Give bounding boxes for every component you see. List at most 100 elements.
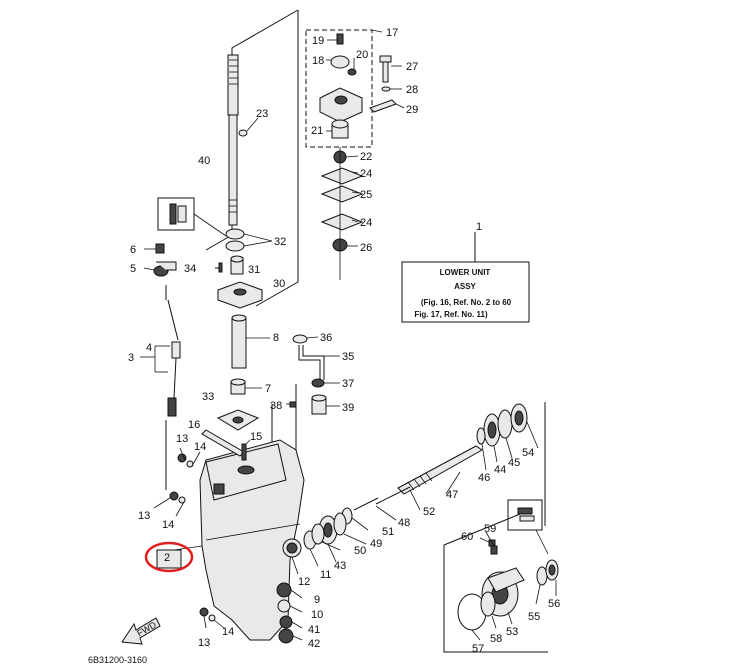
callout-42: 42: [308, 638, 320, 650]
shim-46: [476, 427, 486, 445]
callout-4: 4: [146, 342, 152, 354]
plate-25: [320, 185, 364, 203]
o-ring-9: [276, 582, 292, 598]
bolt-13a: [177, 453, 187, 463]
callout-41: 41: [308, 624, 320, 636]
callout-28: 28: [406, 84, 418, 96]
sleeve-8: [231, 317, 247, 369]
highlight-ring: [144, 541, 194, 573]
callout-3: 3: [128, 352, 134, 364]
shift-rod-boot: [171, 341, 181, 359]
bearing-32b: [225, 240, 245, 252]
drive-shaft-group: [157, 9, 299, 431]
plate-20: [347, 68, 357, 76]
callout-24b: 24: [360, 217, 372, 229]
callout-49: 49: [370, 538, 382, 550]
bolt-27: [382, 59, 389, 83]
callout-40: 40: [198, 155, 210, 167]
gasket-24b: [320, 213, 364, 231]
callout-19: 19: [312, 35, 324, 47]
callout-46: 46: [478, 472, 490, 484]
fwd-arrow: FWD: [121, 617, 161, 645]
callout-56: 56: [548, 598, 560, 610]
diagram-code: 6B31200-3160: [88, 655, 147, 665]
callout-2: 2: [164, 552, 170, 564]
callout-23: 23: [256, 108, 268, 120]
callout-22: 22: [360, 151, 372, 163]
shift-cam: [167, 397, 177, 417]
callout-10: 10: [311, 609, 323, 621]
callout-16: 16: [188, 419, 200, 431]
callout-21: 21: [311, 125, 323, 137]
callout-45: 45: [508, 457, 520, 469]
callout-60: 60: [461, 531, 473, 543]
callout-47: 47: [446, 489, 458, 501]
callout-52: 52: [423, 506, 435, 518]
callout-6: 6: [130, 244, 136, 256]
screw-42: [278, 628, 294, 644]
callout-48: 48: [398, 517, 410, 529]
washer-14b: [178, 496, 186, 504]
callout-14a: 14: [194, 441, 206, 453]
washer-50: [311, 523, 325, 545]
callout-13a: 13: [176, 433, 188, 445]
insert-18: [330, 55, 350, 69]
callout-55: 55: [528, 611, 540, 623]
gasket-24a: [320, 167, 364, 185]
shim-55: [536, 566, 548, 586]
callout-1: 1: [476, 221, 482, 233]
retainer-clip: [156, 261, 177, 271]
callout-24a: 24: [360, 168, 372, 180]
ref-2-label-bg: [156, 549, 182, 569]
bolt-13c: [199, 607, 209, 617]
bearing-32a: [225, 228, 245, 240]
water-tube-35: [298, 345, 321, 380]
assy-label-line1: LOWER UNIT: [440, 268, 491, 277]
shim-icon-box-2: [507, 499, 543, 531]
callout-25: 25: [360, 189, 372, 201]
plate-16: [201, 429, 245, 457]
grommet-36: [292, 334, 308, 344]
callout-27: 27: [406, 61, 418, 73]
drive-shaft-40: [228, 114, 238, 226]
callout-33: 33: [202, 391, 214, 403]
washer-59: [490, 545, 498, 555]
screw-10: [277, 599, 291, 613]
shift-rod-group: [140, 243, 181, 490]
callout-12: 12: [298, 576, 310, 588]
callout-14b: 14: [162, 519, 174, 531]
callout-53: 53: [506, 626, 518, 638]
bearing-45: [497, 409, 513, 439]
callout-35: 35: [342, 351, 354, 363]
callout-9: 9: [314, 594, 320, 606]
callout-50: 50: [354, 545, 366, 557]
assy-label-line4: Fig. 17, Ref. No. 11): [414, 310, 488, 319]
callout-37: 37: [342, 378, 354, 390]
clutch-49: [333, 512, 347, 536]
callout-20: 20: [356, 49, 368, 61]
bolt-38: [289, 401, 297, 408]
assy-label-line2: ASSY: [454, 282, 476, 291]
callout-15: 15: [250, 431, 262, 443]
spring-52: [375, 486, 411, 505]
callout-44: 44: [494, 464, 506, 476]
callout-18: 18: [312, 55, 324, 67]
callout-11: 11: [320, 569, 331, 581]
water-pump-group: [305, 29, 405, 280]
shim-icon: [169, 203, 177, 225]
assy-label-line3: (Fig. 16, Ref. No. 2 to 60: [421, 298, 512, 307]
callout-57: 57: [472, 643, 484, 655]
bearing-58: [480, 591, 496, 617]
callout-8: 8: [273, 332, 279, 344]
callout-34: 34: [184, 263, 196, 275]
washer-28: [381, 86, 391, 92]
callout-numbers: 1 2 3 4 5 6 7 8 9 10 11 12 13 13 13 14 1…: [128, 27, 560, 655]
callout-5: 5: [130, 263, 136, 275]
callout-17: 17: [386, 27, 398, 39]
propeller-shaft-47: [397, 445, 483, 495]
pin-23: [238, 129, 248, 137]
callout-32: 32: [274, 236, 286, 248]
washer-14a: [186, 460, 194, 468]
callout-59: 59: [484, 523, 496, 535]
